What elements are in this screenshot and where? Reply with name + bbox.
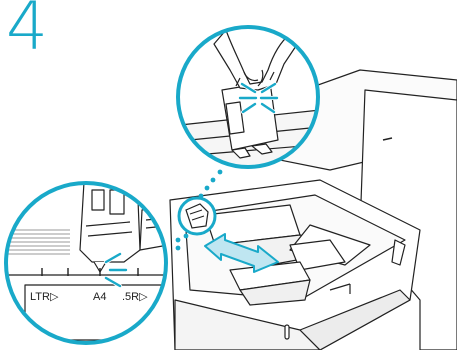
paper-guide-highlight [179,198,215,234]
zoom-circle-size-marks: LTR▷ A4 .5R▷ [6,182,170,350]
size-mark-b5: .5R▷ [122,291,148,303]
size-mark-a4: A4 [93,291,106,303]
size-mark-ltr: LTR▷ [30,291,59,303]
